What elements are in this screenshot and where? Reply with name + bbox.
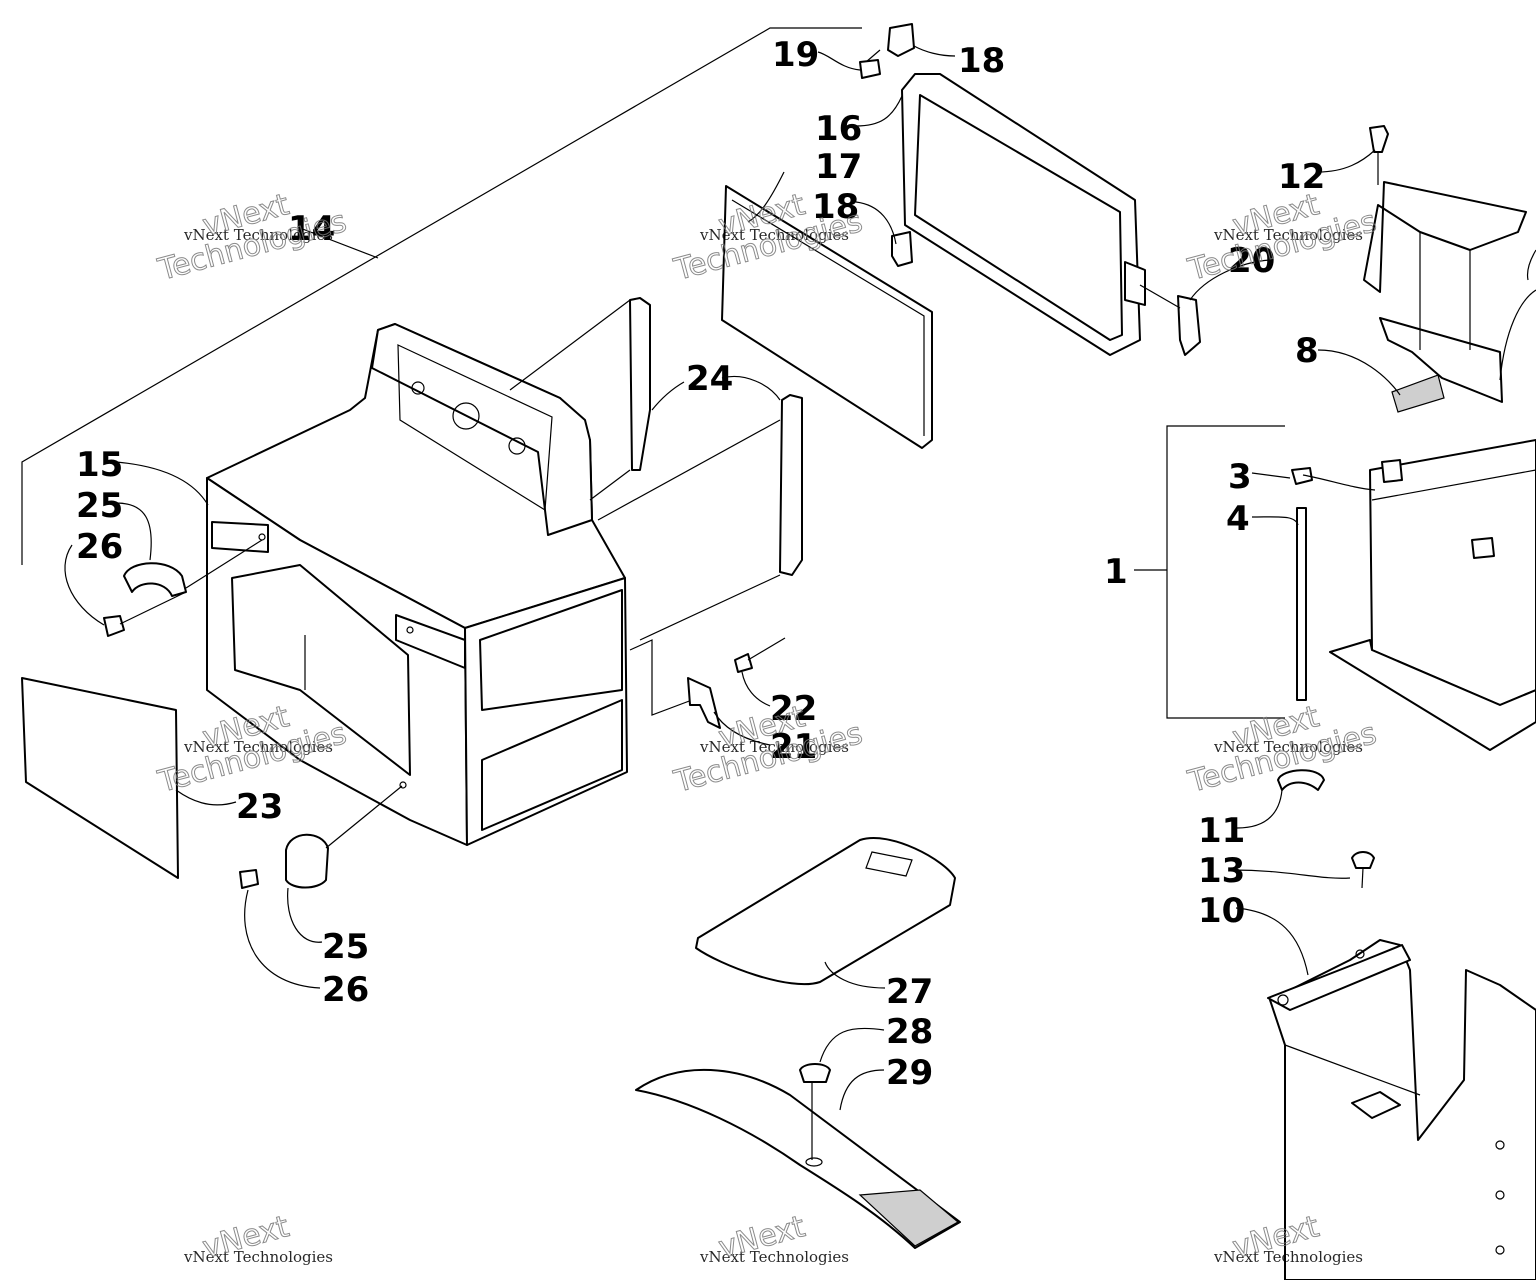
group-bracket-14 [21, 27, 862, 565]
svg-text:vNext Technologies: vNext Technologies [699, 738, 849, 756]
part-label-8: 8 [1295, 331, 1319, 371]
battery-group-1 [1134, 425, 1536, 791]
part-label-24: 24 [686, 359, 733, 399]
part-label-15: 15 [76, 445, 123, 485]
part-label-29: 29 [886, 1053, 933, 1093]
part-label-26a: 26 [76, 527, 123, 567]
part-label-25b: 25 [322, 927, 369, 967]
part-label-27: 27 [886, 972, 933, 1012]
svg-text:vNext Technologies: vNext Technologies [699, 1248, 849, 1266]
part-label-23: 23 [236, 787, 283, 827]
lid-frame-16 [901, 73, 1146, 356]
pad-27 [695, 837, 956, 986]
part-label-28: 28 [886, 1012, 933, 1052]
part-labels: 1 3 4 8 10 11 12 13 14 15 16 17 18 18 19… [76, 35, 1325, 1093]
plate-23 [21, 677, 179, 879]
part-label-11: 11 [1198, 811, 1245, 851]
hinge-parts [859, 23, 1201, 356]
part-label-4: 4 [1226, 499, 1250, 539]
part-label-13: 13 [1198, 851, 1245, 891]
part-label-26b: 26 [322, 970, 369, 1010]
part-label-12: 12 [1278, 157, 1325, 197]
svg-text:vNext Technologies: vNext Technologies [699, 226, 849, 244]
watermark: vNext Technologies Technologies vNext [154, 187, 351, 289]
watermark: vNext Technologies vNext [183, 1209, 333, 1267]
part-label-17: 17 [815, 147, 862, 187]
lid-panel-17 [721, 185, 933, 449]
svg-text:vNext Technologies: vNext Technologies [1213, 226, 1363, 244]
part-label-16: 16 [815, 109, 862, 149]
svg-text:vNext Technologies: vNext Technologies [183, 1248, 333, 1266]
svg-text:vNext Technologies: vNext Technologies [183, 226, 333, 244]
storage-box-housing [206, 323, 628, 846]
watermark: vNext Technologies Technologies vNext [670, 699, 867, 801]
part-label-20: 20 [1228, 241, 1275, 281]
part-label-21: 21 [770, 727, 817, 767]
part-label-10: 10 [1198, 891, 1245, 931]
hold-down-bracket [1363, 125, 1536, 413]
part-label-1: 1 [1104, 552, 1128, 592]
part-label-22: 22 [770, 689, 817, 729]
watermark: vNext Technologies Technologies vNext [1184, 187, 1381, 289]
part-label-19: 19 [772, 35, 819, 75]
part-label-18b: 18 [812, 187, 859, 227]
part-label-14: 14 [288, 209, 335, 249]
svg-text:vNext Technologies: vNext Technologies [1213, 1248, 1363, 1266]
svg-text:vNext Technologies: vNext Technologies [1213, 738, 1363, 756]
part-label-25a: 25 [76, 486, 123, 526]
clamps-25-26 [103, 539, 403, 889]
leader-lines [64, 45, 1401, 1111]
part-label-3: 3 [1228, 457, 1252, 497]
strap-29 [635, 1063, 961, 1249]
svg-text:vNext Technologies: vNext Technologies [183, 738, 333, 756]
watermark: vNext Technologies vNext [699, 1209, 849, 1267]
part-label-18a: 18 [958, 41, 1005, 81]
latch-21-22 [629, 637, 786, 729]
strap-rods-24 [509, 297, 803, 641]
battery-tray-10 [1267, 851, 1536, 1280]
